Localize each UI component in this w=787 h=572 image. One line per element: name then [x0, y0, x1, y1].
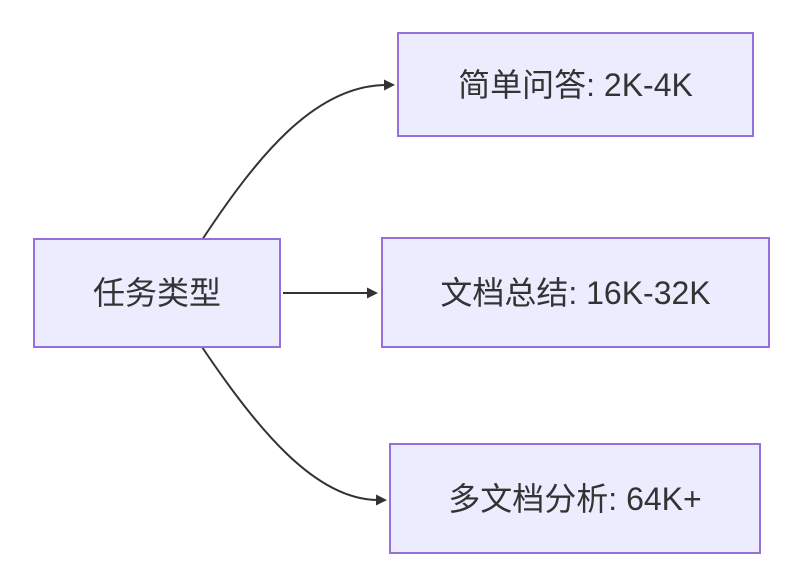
- node-doc-summary-label: 文档总结: 16K-32K: [440, 274, 711, 311]
- node-simple-qa: 简单问答: 2K-4K: [397, 32, 754, 137]
- edge-root-to-bottom: [201, 346, 387, 506]
- node-task-type: 任务类型: [33, 238, 281, 348]
- node-multi-doc-analysis-label: 多文档分析: 64K+: [448, 480, 702, 517]
- node-multi-doc-analysis: 多文档分析: 64K+: [389, 443, 761, 554]
- node-task-type-label: 任务类型: [92, 275, 221, 311]
- edge-root-to-top: [201, 79, 395, 241]
- node-simple-qa-label: 简单问答: 2K-4K: [458, 66, 693, 103]
- node-doc-summary: 文档总结: 16K-32K: [381, 237, 770, 348]
